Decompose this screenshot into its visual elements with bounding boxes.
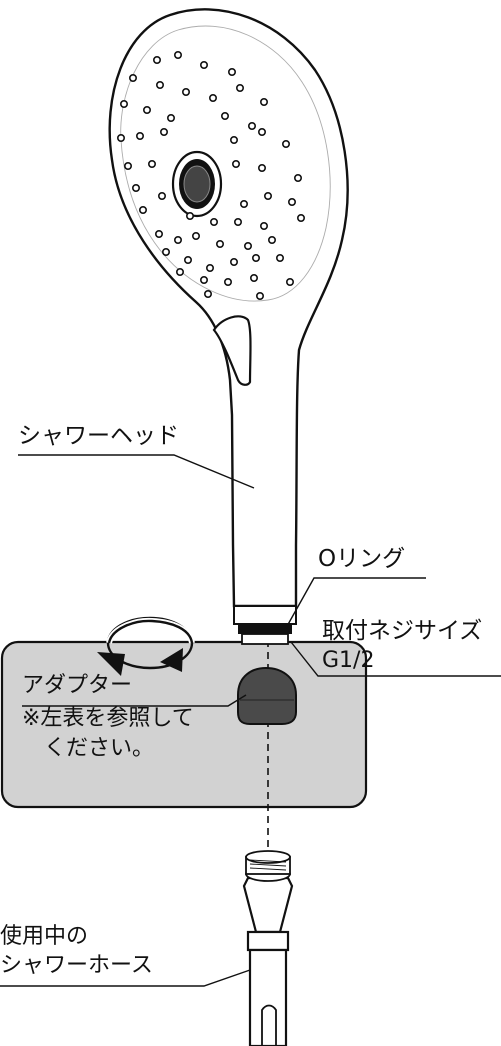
spray-hole — [174, 236, 183, 245]
spray-hole — [259, 98, 268, 107]
label-o-ring: Oリング — [318, 546, 406, 572]
spray-hole — [210, 218, 219, 227]
shower-mode-button — [212, 315, 252, 386]
spray-hole — [155, 230, 164, 239]
spray-hole — [259, 222, 268, 231]
thread — [241, 633, 289, 645]
spray-hole — [182, 88, 191, 97]
spray-hole — [221, 112, 230, 121]
spray-hole — [174, 50, 183, 59]
spray-hole — [153, 55, 162, 64]
spray-hole — [158, 192, 167, 201]
spray-hole — [136, 132, 145, 141]
spray-hole — [250, 273, 259, 282]
leader-thread-size — [290, 641, 501, 677]
spray-hole — [257, 164, 266, 173]
spray-hole — [162, 248, 171, 257]
spray-hole — [267, 236, 276, 245]
leader-hose — [0, 969, 251, 987]
spray-hole — [160, 128, 169, 137]
leader-shower-head — [18, 454, 255, 489]
spray-hole — [263, 192, 272, 201]
spray-holes — [117, 50, 305, 300]
spray-hole — [255, 291, 264, 300]
spray-hole — [252, 254, 261, 263]
spray-hole — [117, 134, 126, 143]
rotate-clockwise-arrow-icon — [97, 616, 195, 676]
spray-hole — [224, 277, 233, 286]
spray-hole — [124, 162, 133, 171]
leader-o-ring — [285, 577, 426, 629]
spray-hole — [296, 214, 305, 223]
label-hose-line1: 使用中の — [0, 924, 89, 949]
label-thread-size-title: 取付ネジサイズ — [322, 618, 483, 644]
spray-hole — [281, 140, 290, 149]
spray-hole — [293, 174, 302, 183]
label-adapter: アダプター — [22, 673, 133, 698]
spray-hole — [143, 106, 152, 115]
leader-adapter — [22, 694, 247, 707]
spray-hole — [240, 200, 249, 209]
spray-hole — [275, 254, 284, 263]
spray-hole — [200, 60, 209, 69]
leader-lines — [0, 454, 501, 987]
spray-hole — [192, 232, 201, 241]
shower-head — [108, 8, 349, 645]
spray-hole — [200, 275, 209, 284]
spray-hole — [209, 94, 218, 103]
spray-hole — [139, 206, 148, 215]
spray-hole — [232, 160, 241, 169]
spray-hole — [167, 114, 176, 123]
spray-hole — [184, 255, 193, 264]
spray-hole — [186, 212, 195, 221]
label-adapter-note-line2: ください。 — [44, 736, 155, 761]
spray-hole — [148, 160, 157, 169]
spray-hole — [120, 100, 129, 109]
label-adapter-note-line1: ※左表を参照して — [22, 706, 194, 731]
spray-hole — [132, 184, 141, 193]
shower-head-collar — [233, 605, 297, 625]
spray-hole — [230, 257, 239, 266]
label-shower-head: シャワーヘッド — [18, 423, 179, 449]
adapter-part — [237, 666, 297, 725]
spray-hole — [248, 122, 257, 131]
shower-head-body — [108, 8, 349, 608]
spray-hole — [228, 68, 237, 77]
spray-hole — [244, 242, 253, 251]
spray-hole — [129, 74, 138, 83]
spray-hole — [216, 240, 225, 249]
spray-hole — [285, 277, 294, 286]
spray-hole — [236, 84, 245, 93]
label-hose-line2: シャワーホース — [0, 953, 153, 978]
spray-hole — [257, 128, 266, 137]
shower-hose — [242, 850, 294, 1046]
spray-hole — [204, 289, 213, 298]
spray-hole — [206, 263, 215, 272]
spray-hole — [230, 136, 239, 145]
spray-hole — [287, 198, 296, 207]
label-thread-size-value: G1/2 — [322, 648, 375, 673]
spray-hole — [234, 218, 243, 227]
spray-hole — [176, 267, 185, 276]
spray-hole — [156, 81, 165, 90]
center-nozzle — [171, 150, 223, 218]
o-ring — [238, 624, 292, 634]
